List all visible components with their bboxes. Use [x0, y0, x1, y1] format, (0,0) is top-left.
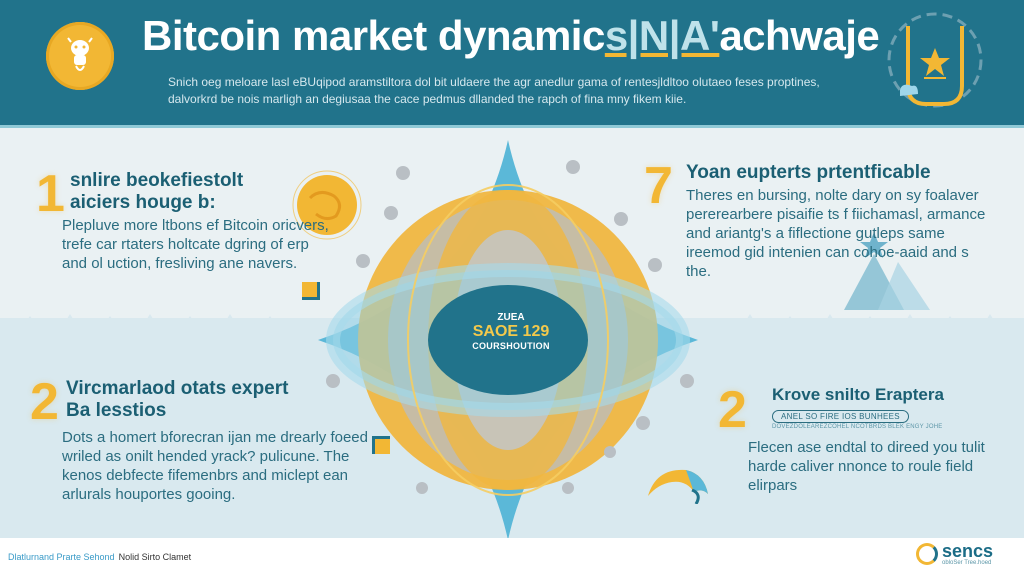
dot-decoration — [648, 258, 662, 272]
tree-silhouette-decoration — [0, 314, 1024, 340]
dot-decoration — [636, 416, 650, 430]
title-main: Bitcoin market dynamic — [142, 12, 605, 59]
dot-decoration — [396, 166, 410, 180]
umbrella-arc-icon — [648, 469, 708, 504]
dot-decoration — [680, 374, 694, 388]
header-banner: Bitcoin market dynamics|N|A'achwaje Snic… — [0, 0, 1024, 128]
section-title: Krove snilto Erаptera — [772, 385, 944, 404]
dot-decoration — [416, 482, 428, 494]
header-subtitle: Snich oeg meloare lasl eBUqipod aramstil… — [168, 75, 820, 106]
section-body: Theres en bursing, nolte dary on sy foal… — [686, 187, 986, 280]
dot-decoration — [566, 160, 580, 174]
star-shield-icon — [887, 12, 983, 108]
section-title: snlire beokefiestolt aiciers houge b: — [70, 170, 244, 213]
yellow-square-decoration — [302, 282, 320, 300]
center-label: ZUEA SAOE 129 COURSHOUTION — [434, 292, 588, 380]
dot-decoration — [356, 254, 370, 268]
section-pill-subtext: DOVEZDOLEAREZCOHEL NCOTBRDS BLEK ENGY JO… — [772, 424, 943, 430]
section-body: Plepluve more ltbons ef Bitcoin oricvers… — [62, 217, 329, 272]
center-label-value: SAOE 129 — [472, 323, 550, 340]
mountain-star-icon — [844, 232, 930, 310]
section-number: 7 — [644, 157, 673, 215]
section-pill-badge: ANEL SO FIRE IOS BUNHEES — [772, 410, 909, 423]
section-7: 7 Yoan eupterts prtentficable Theres en … — [644, 157, 986, 281]
section-body: Flecen ase endtal to direed you tulit ha… — [748, 439, 985, 494]
section-1: 1 snlire beokefiestolt aiciers houge b: … — [36, 165, 336, 273]
yellow-square-decoration — [372, 436, 390, 454]
bull-head-icon — [67, 37, 93, 71]
section-2-right: 2 Krove snilto Erаptera ANEL SO FIRE IOS… — [718, 381, 1018, 495]
section-title: Yoan eupterts prtentficable — [686, 162, 931, 183]
gold-coin-icon — [292, 170, 362, 240]
center-label-bottom: COURSHOUTION — [472, 341, 550, 351]
section-body: Dots a homert bforecran ijan me drearly … — [62, 429, 368, 503]
section-number: 2 — [718, 381, 747, 439]
footer-text: Nolid Sirto Clamet — [118, 552, 192, 562]
logo-tagline: obloSer Tree.hoed — [942, 560, 992, 566]
central-orbit-graphic — [318, 140, 698, 540]
logo-mark-icon — [916, 543, 938, 565]
dot-decoration — [614, 212, 628, 226]
dot-decoration — [562, 482, 574, 494]
title-glitch: s|N|A' — [604, 12, 720, 59]
bitcoin-coin-icon — [46, 22, 114, 90]
title-tail: achwaje — [719, 12, 880, 59]
section-number: 1 — [36, 165, 65, 223]
page-title: Bitcoin market dynamics|N|A'achwaje — [142, 12, 880, 60]
section-2-left: 2 Vircmarlaod otats expert Ba lesstios D… — [30, 373, 370, 504]
dot-decoration — [326, 374, 340, 388]
dot-decoration — [604, 446, 616, 458]
logo-name: sencs — [942, 541, 994, 561]
center-label-top: ZUEA — [497, 312, 525, 323]
section-number: 2 — [30, 373, 59, 431]
footer-logo: sencs obloSer Tree.hoed — [916, 542, 993, 566]
dot-decoration — [384, 206, 398, 220]
footer-link[interactable]: Dlatlurnand Prarte Sehond — [8, 552, 115, 562]
section-title: Vircmarlaod otats expert Ba lesstios — [66, 378, 289, 421]
